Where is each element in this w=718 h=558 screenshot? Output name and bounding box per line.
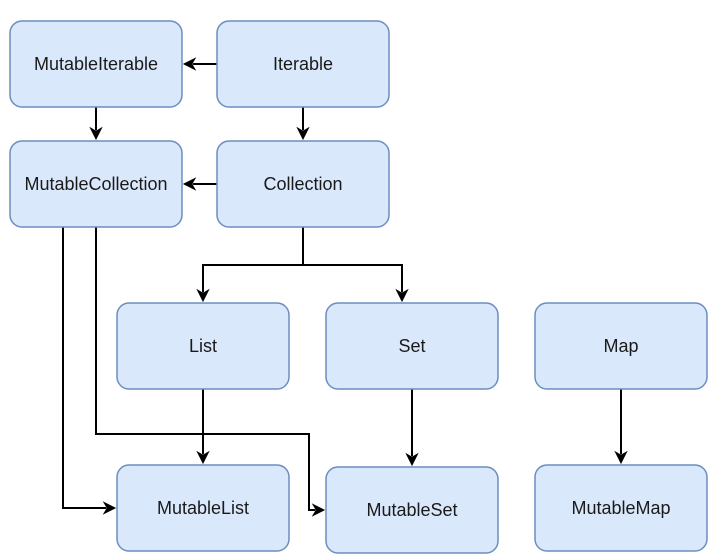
edge-collection-to-list	[202, 227, 304, 293]
arrowhead-mutable-iterable-to-mutable-collection	[89, 126, 103, 141]
node-label-map: Map	[603, 336, 638, 356]
arrowhead-collection-to-list	[196, 288, 210, 303]
node-map: Map	[534, 302, 708, 390]
node-list: List	[116, 302, 290, 390]
arrowhead-iterable-to-mutable-iterable	[182, 57, 197, 71]
arrowhead-mutable-collection-to-mutable-list	[102, 501, 117, 515]
node-iterable: Iterable	[216, 20, 390, 108]
node-box-mutable-iterable	[9, 20, 183, 108]
node-box-map	[534, 302, 708, 390]
node-label-mutable-map: MutableMap	[571, 498, 670, 518]
node-collection: Collection	[216, 140, 390, 228]
node-box-collection	[216, 140, 390, 228]
node-mutable-list: MutableList	[116, 464, 290, 552]
arrowhead-iterable-to-collection	[296, 126, 310, 141]
edge-mutable-collection-to-mutable-list	[62, 227, 107, 509]
node-box-set	[325, 302, 499, 390]
node-box-list	[116, 302, 290, 390]
arrowhead-list-to-mutable-list	[196, 450, 210, 465]
node-label-iterable: Iterable	[273, 54, 333, 74]
arrowhead-map-to-mutable-map	[614, 450, 628, 465]
node-mutable-collection: MutableCollection	[9, 140, 183, 228]
node-box-mutable-collection	[9, 140, 183, 228]
node-box-mutable-set	[325, 466, 499, 554]
node-label-mutable-iterable: MutableIterable	[34, 54, 158, 74]
node-label-mutable-collection: MutableCollection	[24, 174, 167, 194]
arrowhead-mutable-collection-to-mutable-set	[311, 503, 326, 517]
arrowhead-collection-to-mutable-collection	[182, 177, 197, 191]
node-mutable-map: MutableMap	[534, 464, 708, 552]
node-box-mutable-list	[116, 464, 290, 552]
edges-layer	[62, 57, 628, 517]
node-set: Set	[325, 302, 499, 390]
node-label-collection: Collection	[263, 174, 342, 194]
arrowhead-collection-to-set	[395, 288, 409, 303]
node-box-iterable	[216, 20, 390, 108]
node-label-set: Set	[398, 336, 425, 356]
edge-mutable-collection-to-mutable-set	[95, 227, 316, 511]
nodes-layer: MutableIterable IterableMutableCollection…	[9, 20, 708, 554]
arrowhead-set-to-mutable-set	[405, 452, 419, 467]
node-box-mutable-map	[534, 464, 708, 552]
node-mutable-set: MutableSet	[325, 466, 499, 554]
node-label-mutable-list: MutableList	[157, 498, 249, 518]
node-mutable-iterable: MutableIterable	[9, 20, 183, 108]
node-label-mutable-set: MutableSet	[366, 500, 457, 520]
edge-collection-to-set	[303, 264, 403, 293]
node-label-list: List	[189, 336, 217, 356]
